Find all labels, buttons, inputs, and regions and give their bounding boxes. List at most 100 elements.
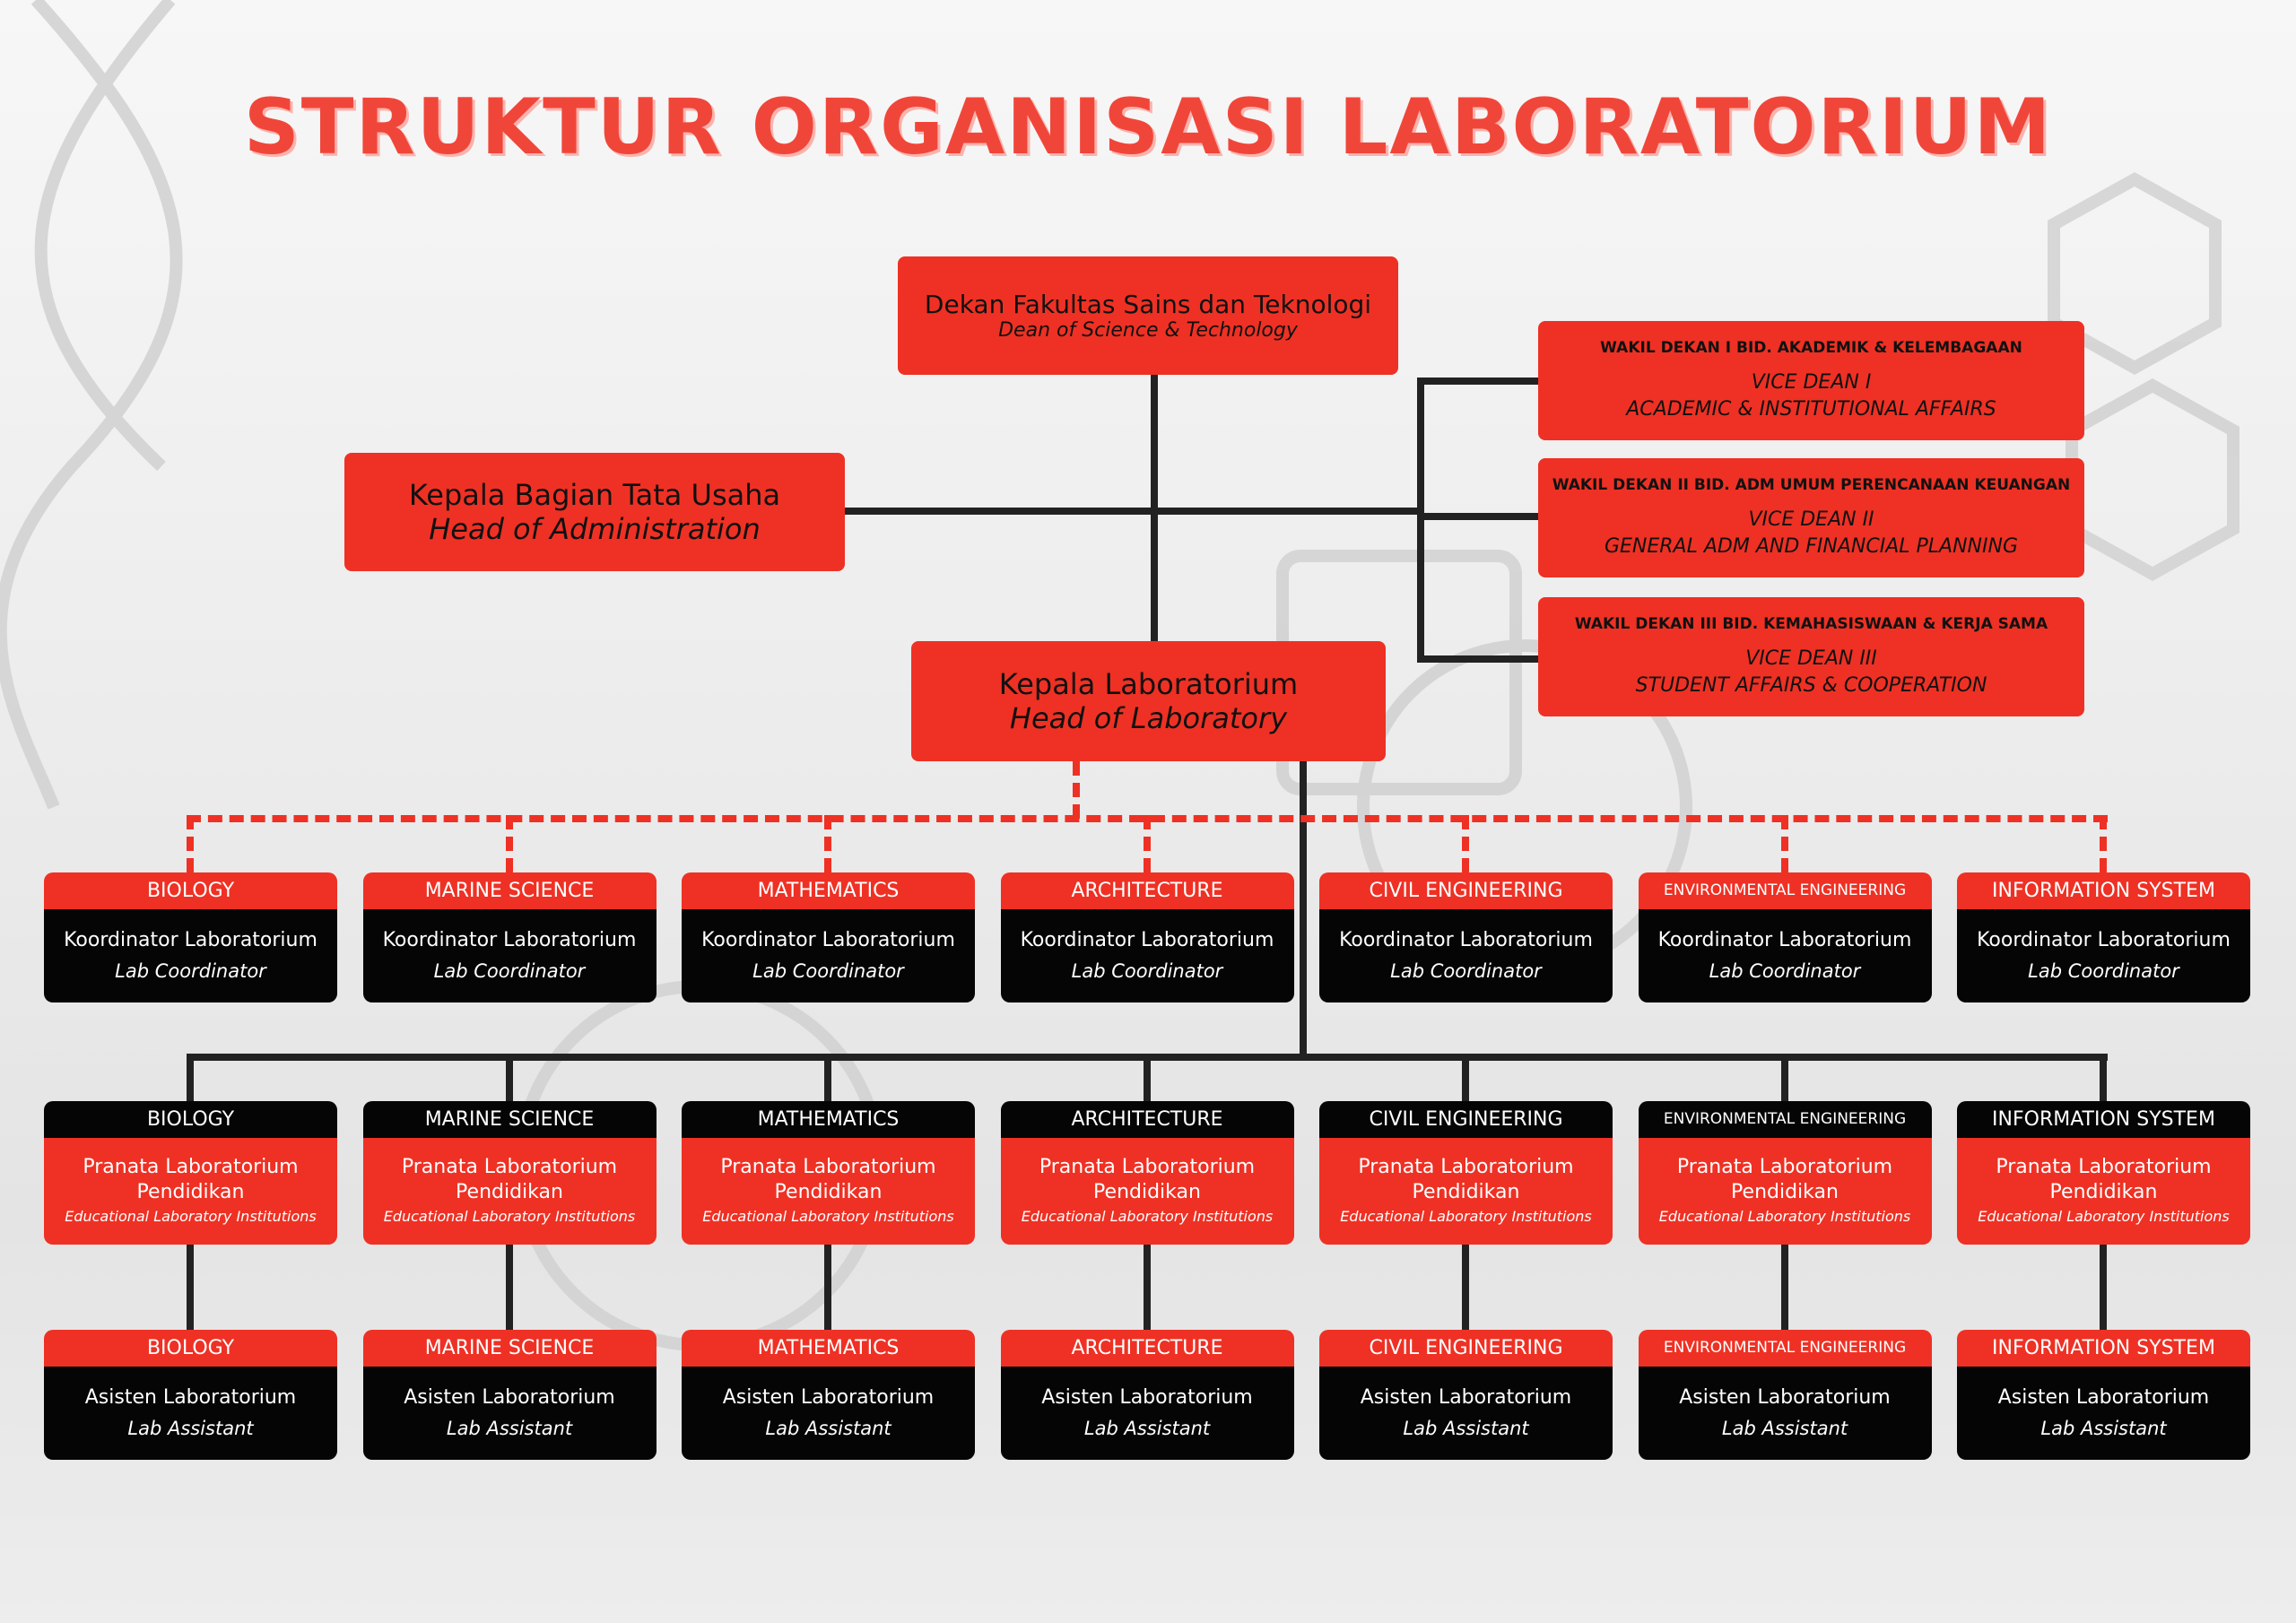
dashed-drop — [2100, 815, 2107, 872]
coordinator-subtitle: Lab Coordinator — [2028, 960, 2179, 982]
coordinator-subtitle: Lab Coordinator — [752, 960, 904, 982]
vice-dean-title: WAKIL DEKAN II BID. ADM UMUM PERENCANAAN… — [1552, 475, 2071, 494]
coordinator-title: Koordinator Laboratorium — [64, 929, 317, 951]
department-label: INFORMATION SYSTEM — [1957, 1101, 2250, 1138]
department-label: ARCHITECTURE — [1000, 1101, 1294, 1138]
dashed-connector-headlab — [1073, 761, 1080, 819]
connector-drop — [2100, 1054, 2107, 1101]
vice-dean-area: ACADEMIC & INSTITUTIONAL AFFAIRS — [1626, 397, 1996, 421]
vice-dean-box: WAKIL DEKAN II BID. ADM UMUM PERENCANAAN… — [1538, 458, 2084, 577]
vice-dean-subtitle: VICE DEAN I — [1751, 370, 1872, 394]
coordinator-title: Koordinator Laboratorium — [382, 929, 637, 951]
coordinator-title: Koordinator Laboratorium — [701, 929, 955, 951]
connector-drop — [1462, 1054, 1469, 1101]
assistant-title: Asisten Laboratorium — [1997, 1386, 2210, 1409]
vice-dean-title: WAKIL DEKAN III BID. KEMAHASISWAAN & KER… — [1574, 614, 2048, 633]
connector-drop — [1780, 1054, 1788, 1101]
coordinator-card: CIVIL ENGINEERING Koordinator Laboratori… — [1319, 872, 1613, 1002]
assistant-subtitle: Lab Assistant — [127, 1418, 254, 1439]
pranata-subtitle: Educational Laboratory Institutions — [1021, 1207, 1274, 1225]
department-label: MARINE SCIENCE — [362, 872, 657, 909]
assistant-subtitle: Lab Assistant — [2040, 1418, 2167, 1439]
department-label: INFORMATION SYSTEM — [1957, 872, 2250, 909]
connector-pranata-assistant — [2100, 1237, 2107, 1332]
vice-dean-area: STUDENT AFFAIRS & COOPERATION — [1635, 673, 1987, 697]
coordinator-subtitle: Lab Coordinator — [1390, 960, 1542, 982]
admin-box: Kepala Bagian Tata Usaha Head of Adminis… — [344, 453, 845, 571]
connector-pranata-assistant — [824, 1237, 831, 1332]
pranata-title: Pranata Laboratorium Pendidikan — [720, 1155, 936, 1203]
coordinator-subtitle: Lab Coordinator — [115, 960, 266, 982]
pranata-subtitle: Educational Laboratory Institutions — [1658, 1207, 1911, 1225]
assistant-subtitle: Lab Assistant — [1083, 1418, 1211, 1439]
vice-dean-subtitle: VICE DEAN II — [1748, 508, 1874, 531]
connector-pranata-assistant — [1462, 1237, 1469, 1332]
assistant-subtitle: Lab Assistant — [1721, 1418, 1848, 1439]
connector-pranata-assistant — [505, 1237, 513, 1332]
department-label: ARCHITECTURE — [1000, 872, 1294, 909]
page-title: STRUKTUR ORGANISASI LABORATORIUM — [243, 82, 2053, 172]
connector-vice-bracket — [1417, 378, 1424, 663]
assistant-card: ENVIRONMENTAL ENGINEERING Asisten Labora… — [1638, 1330, 1932, 1460]
connector-drop — [824, 1054, 831, 1101]
coordinator-subtitle: Lab Coordinator — [1709, 960, 1861, 982]
assistant-title: Asisten Laboratorium — [1041, 1386, 1253, 1409]
connector-vice1 — [1417, 378, 1538, 385]
connector-pranata-assistant — [1143, 1237, 1151, 1332]
coordinator-subtitle: Lab Coordinator — [1071, 960, 1223, 982]
vice-dean-area: GENERAL ADM AND FINANCIAL PLANNING — [1604, 534, 2019, 558]
department-label: ARCHITECTURE — [1000, 1330, 1294, 1367]
pranata-subtitle: Educational Laboratory Institutions — [383, 1207, 636, 1225]
vice-dean-subtitle: VICE DEAN III — [1745, 647, 1877, 670]
coordinator-subtitle: Lab Coordinator — [433, 960, 586, 982]
pranata-title: Pranata Laboratorium Pendidikan — [401, 1155, 618, 1203]
pranata-title: Pranata Laboratorium Pendidikan — [1996, 1155, 2212, 1203]
department-label: CIVIL ENGINEERING — [1319, 872, 1613, 909]
department-label: INFORMATION SYSTEM — [1957, 1330, 2250, 1367]
assistant-title: Asisten Laboratorium — [722, 1386, 935, 1409]
assistant-subtitle: Lab Assistant — [446, 1418, 573, 1439]
pranata-subtitle: Educational Laboratory Institutions — [65, 1207, 317, 1225]
dashed-drop — [1462, 815, 1469, 872]
coordinator-card: INFORMATION SYSTEM Koordinator Laborator… — [1957, 872, 2250, 1002]
assistant-title: Asisten Laboratorium — [84, 1386, 297, 1409]
pranata-title: Pranata Laboratorium Pendidikan — [1039, 1155, 1256, 1203]
department-label: CIVIL ENGINEERING — [1319, 1330, 1613, 1367]
department-label: ENVIRONMENTAL ENGINEERING — [1638, 1330, 1932, 1367]
dashed-drop — [187, 815, 194, 872]
head-lab-title: Kepala Laboratorium — [998, 667, 1299, 701]
department-label: MATHEMATICS — [682, 1330, 975, 1367]
department-label: MARINE SCIENCE — [362, 1101, 657, 1138]
vice-dean-title: WAKIL DEKAN I BID. AKADEMIK & KELEMBAGAA… — [1600, 338, 2022, 357]
dashed-drop — [824, 815, 831, 872]
pranata-subtitle: Educational Laboratory Institutions — [1340, 1207, 1592, 1225]
connector-pranata-assistant — [1780, 1237, 1788, 1332]
coordinator-title: Koordinator Laboratorium — [1977, 929, 2231, 951]
connector-drop — [1143, 1054, 1151, 1101]
department-label: ENVIRONMENTAL ENGINEERING — [1638, 872, 1932, 909]
connector-headlab-down — [1300, 761, 1307, 1061]
pranata-card: CIVIL ENGINEERING Pranata Laboratorium P… — [1319, 1101, 1613, 1245]
department-label: BIOLOGY — [44, 1101, 337, 1138]
department-label: BIOLOGY — [44, 1330, 337, 1367]
assistant-title: Asisten Laboratorium — [1360, 1386, 1572, 1409]
connector-vice2 — [1417, 513, 1538, 520]
coordinator-title: Koordinator Laboratorium — [1657, 929, 1912, 951]
admin-subtitle: Head of Administration — [429, 512, 761, 546]
pranata-card: MATHEMATICS Pranata Laboratorium Pendidi… — [682, 1101, 975, 1245]
connector-drop — [187, 1054, 194, 1101]
assistant-title: Asisten Laboratorium — [1679, 1386, 1891, 1409]
pranata-card: ARCHITECTURE Pranata Laboratorium Pendid… — [1000, 1101, 1294, 1245]
pranata-subtitle: Educational Laboratory Institutions — [702, 1207, 954, 1225]
pranata-title: Pranata Laboratorium Pendidikan — [1676, 1155, 1893, 1203]
vice-dean-box: WAKIL DEKAN III BID. KEMAHASISWAAN & KER… — [1538, 597, 2084, 716]
